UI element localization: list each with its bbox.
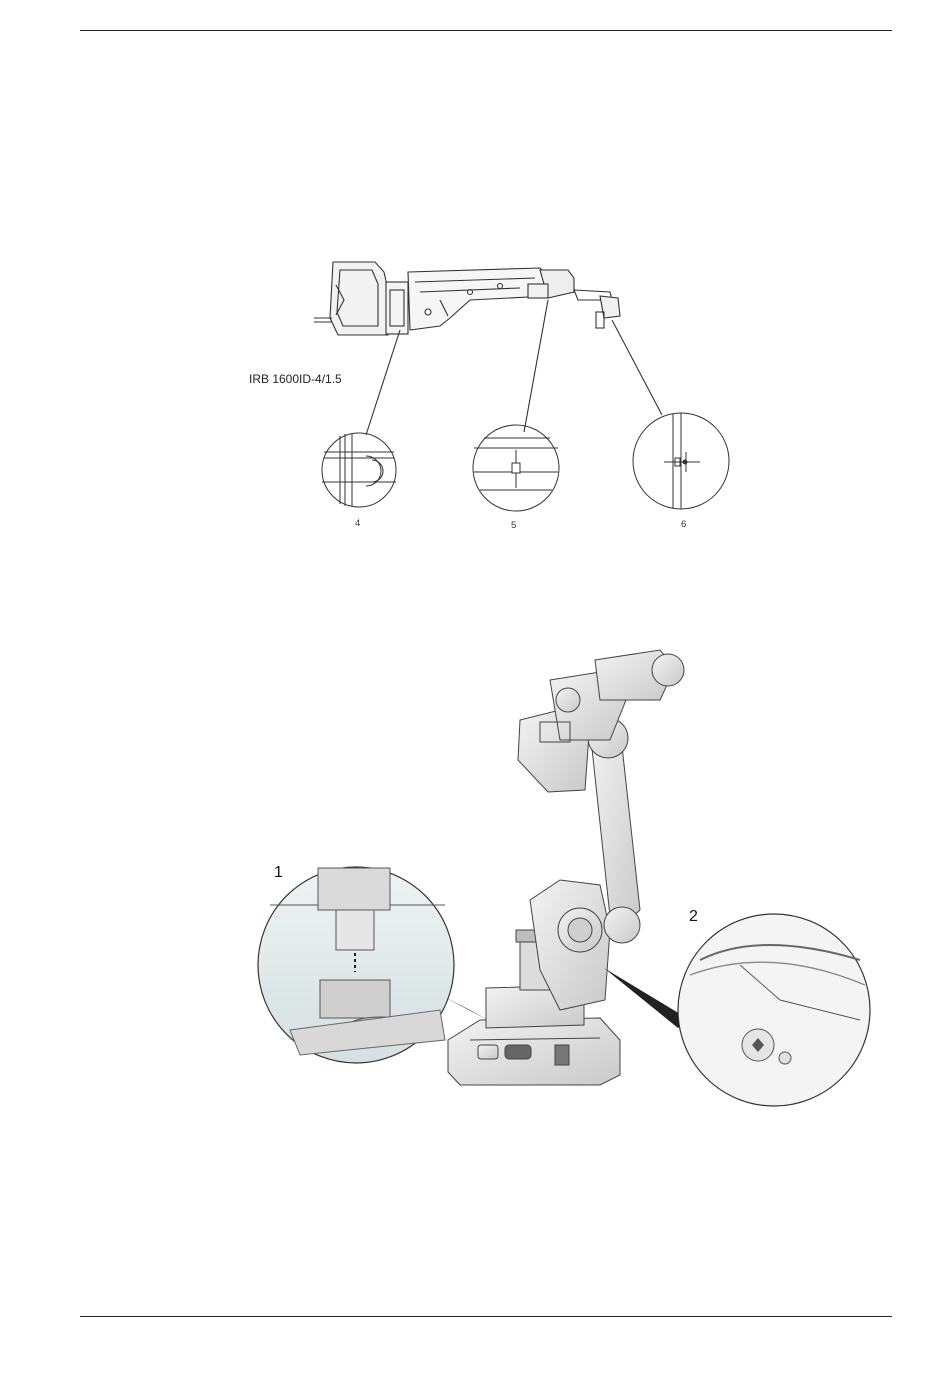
callout-label: 2 — [689, 908, 698, 926]
callout-circle-2 — [678, 914, 870, 1106]
callout-label: 1 — [274, 864, 283, 882]
footer-rule — [80, 1316, 892, 1317]
callout-circle-1 — [258, 867, 454, 1063]
